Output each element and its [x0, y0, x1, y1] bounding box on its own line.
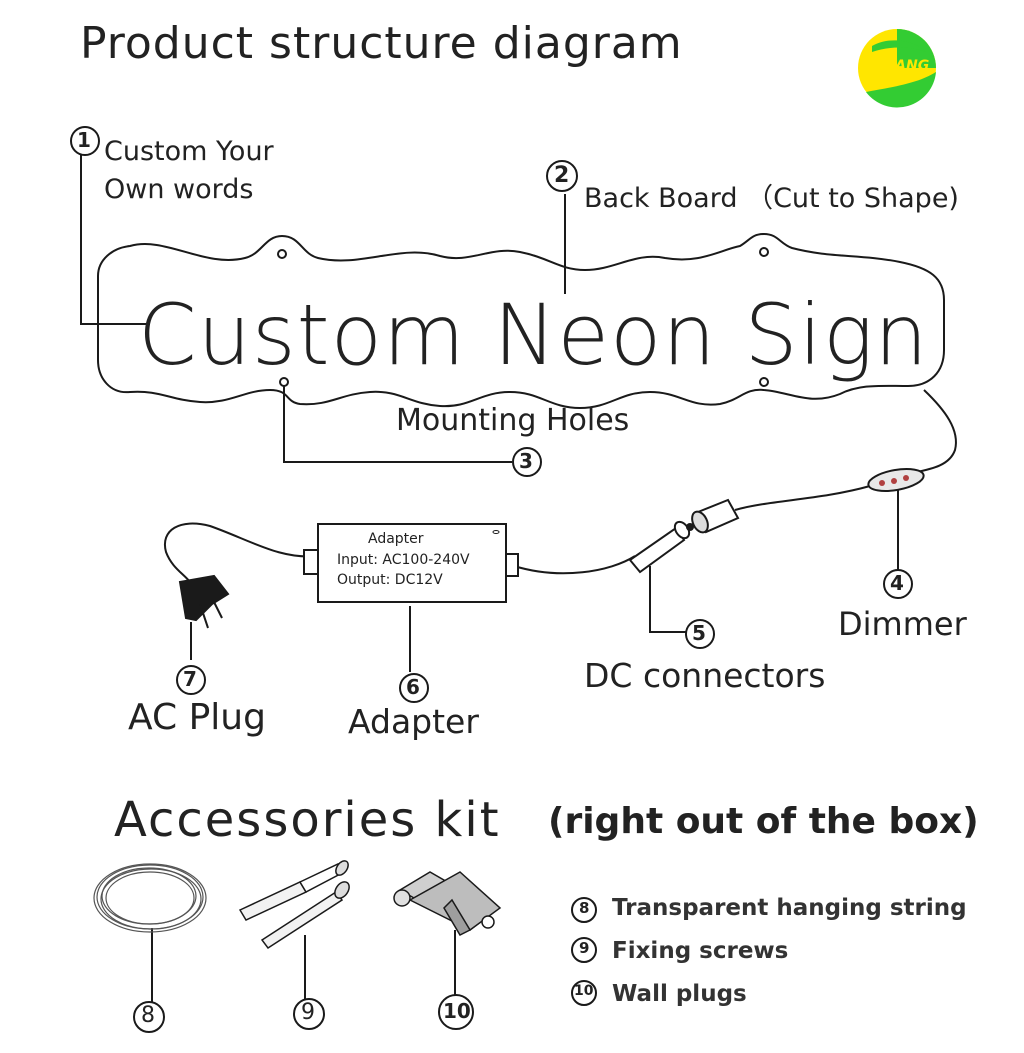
accessory-num-8: 8: [579, 899, 590, 917]
mounting-hole-top-right: [759, 247, 769, 257]
adapter-box-input: Input: AC100-240V: [337, 552, 470, 568]
logo-text: YISHANG: [858, 58, 930, 74]
adapter-box-title: Adapter: [368, 531, 424, 547]
callout-5: 5: [692, 621, 706, 645]
accessory-label-string: Transparent hanging string: [612, 895, 967, 921]
leader-3: [283, 386, 512, 463]
callout-8: 8: [141, 1003, 155, 1028]
callout-10: 10: [443, 999, 471, 1023]
fixing-screws: [238, 860, 350, 950]
mounting-hole-bottom-right: [759, 377, 769, 387]
label-ac-plug: AC Plug: [128, 697, 266, 738]
accessory-num-10: 10: [574, 983, 594, 999]
accessories-title: Accessories kit: [114, 792, 501, 848]
label-dimmer: Dimmer: [838, 605, 967, 643]
dimmer-unit: [867, 468, 925, 492]
callout-3: 3: [519, 449, 533, 473]
ac-plug: [178, 574, 230, 629]
label-adapter: Adapter: [348, 702, 479, 741]
back-board-outline: [97, 232, 945, 410]
label-custom-line1: Custom Your: [104, 136, 274, 167]
cable-dimmer-connector: [734, 485, 871, 511]
adapter-box-output: Output: DC12V: [337, 572, 443, 588]
label-dc-connectors: DC connectors: [584, 656, 826, 695]
label-mounting-holes: Mounting Holes: [396, 403, 630, 438]
adapter-box: [303, 523, 519, 603]
leader-1: [80, 155, 150, 325]
accessory-label-plugs: Wall plugs: [612, 981, 747, 1007]
accessories-subtitle: (right out of the box): [548, 801, 979, 842]
label-back-board: Back Board （Cut to Shape): [584, 183, 959, 214]
mounting-hole-top-left: [277, 249, 287, 259]
hanging-string-coil: [93, 863, 207, 933]
callout-6: 6: [406, 675, 420, 699]
callout-9: 9: [301, 1000, 315, 1025]
leader-5: [649, 566, 688, 633]
callout-2: 2: [554, 163, 570, 188]
dc-connector-pair: [628, 498, 740, 574]
page-title: Product structure diagram: [80, 18, 683, 69]
cable-adapter-plug: [163, 522, 319, 583]
callout-4: 4: [890, 571, 904, 595]
accessory-label-screws: Fixing screws: [612, 938, 789, 964]
callout-1: 1: [77, 128, 91, 152]
callout-7: 7: [183, 667, 197, 691]
yishang-logo: [858, 29, 936, 108]
callout-circles: [70, 126, 913, 1033]
label-custom-line2: Own words: [104, 174, 254, 205]
wall-plugs: [393, 871, 502, 936]
accessory-num-9: 9: [579, 939, 590, 957]
cable-adapter-connector: [513, 555, 636, 575]
cable-sign-dimmer: [899, 389, 957, 477]
neon-sign-text: Custom Neon Sign: [138, 286, 929, 384]
